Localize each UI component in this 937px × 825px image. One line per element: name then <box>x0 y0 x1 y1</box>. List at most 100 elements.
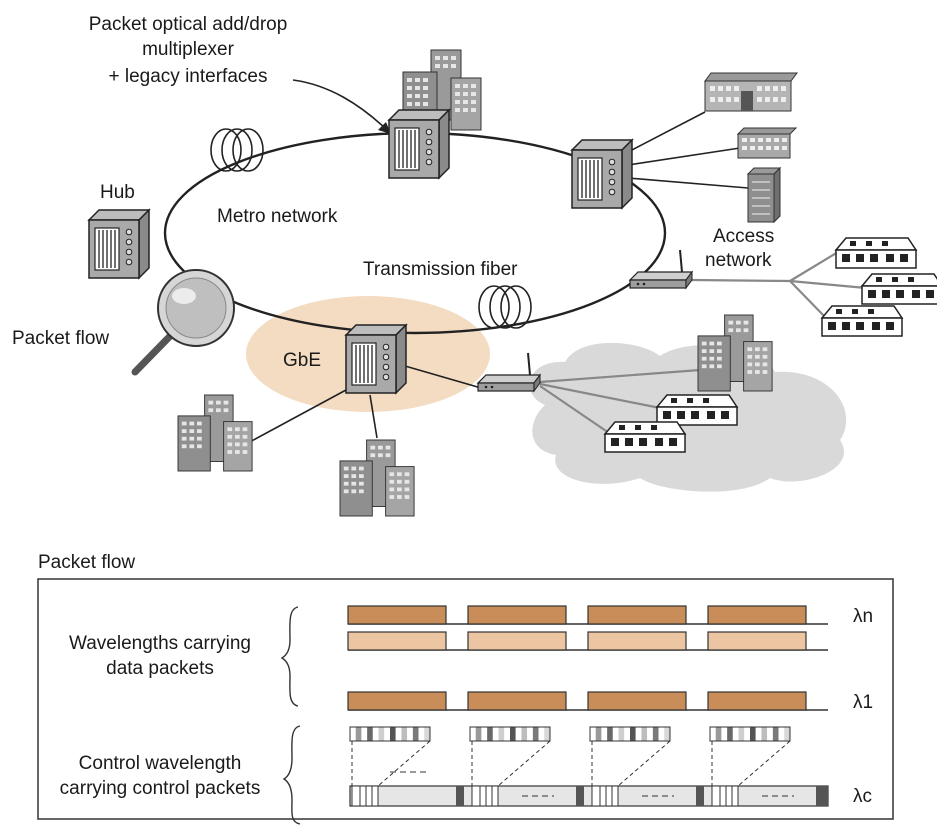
control-packet-segment <box>532 727 539 741</box>
lambda-1-label: λ1 <box>853 692 873 713</box>
control-packet-segment <box>601 727 608 741</box>
control-separator <box>576 786 584 806</box>
control-packet <box>469 726 551 742</box>
control-end-marker <box>818 786 828 806</box>
office-building-icon <box>697 314 773 392</box>
control-packet <box>349 726 431 742</box>
data-packet <box>587 605 687 625</box>
control-packet-segment <box>750 727 756 741</box>
access-network-label-line-2: network <box>705 250 772 271</box>
control-packet-segment <box>727 727 733 741</box>
data-packet <box>467 691 567 711</box>
house-icon <box>656 394 738 426</box>
lambda-n-label: λn <box>853 606 873 627</box>
add-drop-label-line-3: + legacy interfaces <box>109 66 268 87</box>
control-packet-segment <box>715 727 722 741</box>
projection-line <box>497 740 551 787</box>
optical-node-icon <box>345 324 407 394</box>
control-packet-segment <box>481 727 488 741</box>
control-packet-segment <box>412 727 419 741</box>
optical-node-icon <box>88 209 150 279</box>
add-drop-label-line-2: multiplexer <box>142 39 235 60</box>
control-packet-segment <box>515 727 522 741</box>
transmission-fiber-label: Transmission fiber <box>363 259 518 280</box>
control-packet-segment <box>738 727 745 741</box>
control-separator <box>456 786 464 806</box>
control-packet-segment <box>504 727 510 741</box>
projection-line <box>617 740 671 787</box>
control-brace <box>282 725 301 825</box>
control-packet-segment <box>612 727 619 741</box>
control-packet-segment <box>772 727 779 741</box>
control-packet-segment <box>710 727 716 741</box>
data-label-line-2: data packets <box>106 658 214 679</box>
connection-lines <box>245 111 749 445</box>
control-packet-segment <box>624 727 630 741</box>
data-packet <box>347 691 447 711</box>
control-packet-segment <box>641 727 648 741</box>
wavelength-lines <box>347 605 828 711</box>
control-packet-segment <box>652 727 659 741</box>
data-packet <box>587 631 687 651</box>
control-packet-segment <box>607 727 613 741</box>
control-packet <box>589 726 671 742</box>
control-slot <box>471 785 499 807</box>
control-packet-segment <box>630 727 636 741</box>
router-icon <box>629 249 693 289</box>
control-separator <box>696 786 704 806</box>
control-packet-segment <box>538 727 545 741</box>
fiber-spool-icon <box>210 128 264 172</box>
office-building-icon <box>339 439 415 517</box>
control-packet <box>709 726 791 742</box>
control-packet-segment <box>361 727 368 741</box>
control-packet-segment <box>761 727 768 741</box>
data-packet <box>707 691 807 711</box>
control-packet-segment <box>498 727 505 741</box>
control-channel-bar <box>349 785 829 807</box>
data-packet <box>707 605 807 625</box>
data-packet <box>347 605 447 625</box>
optical-node-icon <box>571 139 633 209</box>
control-packet-segment <box>407 727 413 741</box>
control-packet-segment <box>418 727 425 741</box>
control-slot <box>711 785 739 807</box>
control-packet-segment <box>475 727 482 741</box>
control-packet-segment <box>390 727 396 741</box>
packet-flow-frame <box>37 578 894 820</box>
projection-line <box>377 740 431 787</box>
magnifying-glass-icon <box>131 269 235 376</box>
control-packet-segment <box>664 727 670 741</box>
gbe-label: GbE <box>283 350 321 371</box>
office-building-icon <box>177 394 253 472</box>
control-packet-segment <box>590 727 596 741</box>
control-packet-segment <box>401 727 408 741</box>
access-links <box>539 251 867 436</box>
data-brace <box>280 606 299 707</box>
data-packet <box>707 631 807 651</box>
control-packet-segment <box>778 727 785 741</box>
optical-node-icon <box>388 109 450 179</box>
house-icon <box>835 237 917 269</box>
control-packet-segment <box>521 727 528 741</box>
access-network-label-line-1: Access <box>713 226 774 247</box>
control-packet-segment <box>767 727 773 741</box>
control-packet-segment <box>372 727 379 741</box>
control-packet-segment <box>470 727 476 741</box>
data-packet <box>587 691 687 711</box>
control-packet-segment <box>487 727 493 741</box>
add-drop-label-line-1: Packet optical add/drop <box>89 14 288 35</box>
packet-flow-label: Packet flow <box>12 328 109 349</box>
control-packet-segment <box>395 727 402 741</box>
control-packet-segment <box>647 727 653 741</box>
house-icon <box>861 273 937 305</box>
add-drop-arrow <box>292 79 391 134</box>
control-packet-segment <box>350 727 356 741</box>
control-packet-segment <box>367 727 373 741</box>
control-slot <box>351 785 379 807</box>
lambda-c-label: λc <box>853 786 872 807</box>
control-label-line-2: carrying control packets <box>60 778 261 799</box>
control-packet-segment <box>595 727 602 741</box>
control-slot <box>591 785 619 807</box>
control-packet-segment <box>424 727 430 741</box>
control-packet-segment <box>635 727 642 741</box>
